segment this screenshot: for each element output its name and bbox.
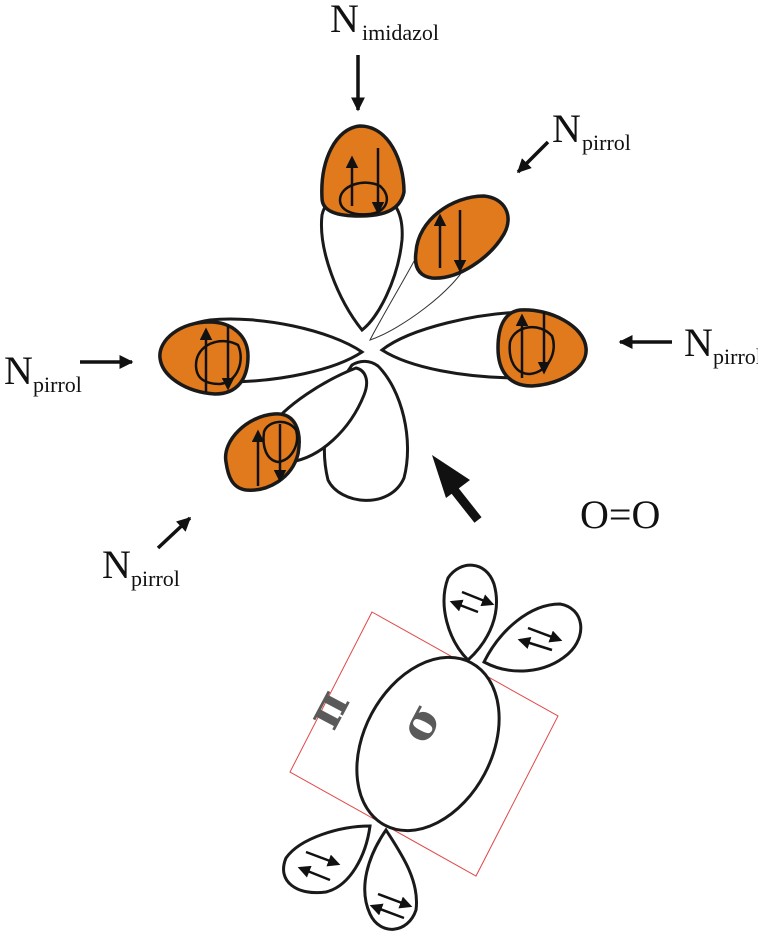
label-n-pirrol-left-main: N	[4, 348, 33, 393]
pi-lobe-upper-left	[442, 563, 498, 663]
spin-arrow-left	[297, 865, 331, 882]
label-o2: O=O	[580, 492, 660, 537]
spin-arrow-left	[449, 599, 479, 614]
spin-pair-pirrol-right	[515, 312, 551, 378]
lone-pair-lobe-pirrol-lower-left	[223, 412, 301, 492]
o2-bounding-box	[289, 611, 559, 877]
overlap-loop-pirrol-lower-left	[262, 420, 299, 464]
o2-spin-pair-lower-left	[297, 850, 341, 882]
pi-label: π	[295, 680, 361, 737]
label-n-pirrol-lower-left: N pirrol	[102, 542, 180, 591]
label-n-pirrol-lower-left-sub: pirrol	[131, 566, 180, 591]
spin-arrow-right	[377, 892, 413, 909]
lone-pair-lobe-imidazol	[320, 124, 406, 218]
arrow-o2-approach-head	[432, 455, 470, 498]
label-n-pirrol-right-main: N	[684, 320, 713, 365]
spin-arrow-right	[461, 590, 495, 607]
label-n-imidazol-main: N	[330, 0, 359, 41]
overlap-loop-pirrol-left	[194, 339, 242, 386]
overlap-loop-imidazol	[338, 181, 389, 216]
spin-pair-pirrol-lower-left	[251, 424, 287, 486]
lone-pair-lobe-pirrol-left	[158, 320, 250, 396]
spin-pair-imidazol	[345, 148, 385, 215]
spin-arrow-right	[305, 850, 341, 867]
label-n-pirrol-upper-right: N pirrol	[552, 106, 631, 155]
label-n-imidazol-sub: imidazol	[362, 20, 439, 45]
o2-spin-pair-upper-right	[517, 626, 563, 652]
spin-arrow-left	[517, 637, 553, 652]
label-n-pirrol-left: N pirrol	[4, 348, 82, 397]
o2-molecule: π σ	[282, 563, 583, 931]
arrow-n-pirrol-lower-left	[156, 516, 192, 550]
overlap-loop-pirrol-right	[508, 326, 555, 376]
label-n-pirrol-upper-right-main: N	[552, 106, 581, 151]
label-n-pirrol-right: N pirrol	[684, 320, 758, 369]
o2-spin-pair-lower-right	[369, 892, 413, 920]
label-n-pirrol-upper-right-sub: pirrol	[582, 130, 631, 155]
label-n-pirrol-lower-left-main: N	[102, 542, 131, 587]
spin-pair-pirrol-upper-right	[433, 210, 467, 273]
spin-arrow-right	[527, 626, 563, 643]
pi-lobe-lower-right	[363, 827, 419, 931]
label-n-pirrol-left-sub: pirrol	[33, 372, 82, 397]
spin-pair-pirrol-left	[199, 326, 235, 392]
pi-lobe-upper-right	[482, 602, 583, 673]
label-n-pirrol-right-sub: pirrol	[713, 344, 758, 369]
lone-pair-lobe-pirrol-upper-right	[413, 194, 510, 280]
label-n-imidazol: N imidazol	[330, 0, 439, 45]
o2-spin-pair-upper-left	[449, 590, 495, 614]
sigma-orbital	[355, 655, 501, 833]
arrow-n-pirrol-upper-right	[516, 140, 550, 174]
spin-arrow-left	[369, 903, 405, 920]
lone-pair-lobe-pirrol-right	[496, 308, 588, 388]
